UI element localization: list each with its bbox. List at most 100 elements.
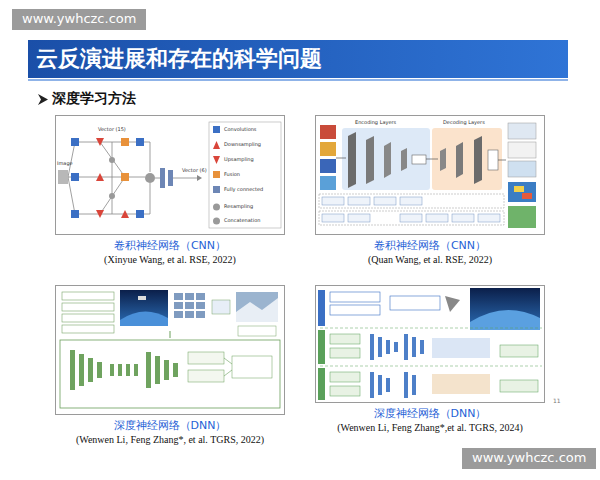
art-part: [404, 372, 408, 398]
figure-panel: 深度神经网络（DNN）(Wenwen Li, Feng Zhang*, et a…: [55, 285, 285, 446]
art-part: [236, 292, 278, 322]
art-part: [213, 171, 220, 178]
art-part: [320, 159, 336, 173]
figure-label: Encoding Layers: [355, 120, 396, 126]
slide-title: 云反演进展和存在的科学问题: [36, 44, 322, 74]
art-part: [174, 311, 183, 318]
art-part: [426, 214, 448, 222]
art-part: [384, 142, 391, 178]
figure-caption: 深度神经网络（DNN）: [55, 419, 285, 433]
art-part: [342, 128, 430, 190]
art-part: [79, 354, 84, 386]
art-part: [164, 360, 169, 380]
watermark: www.ywhczc.com: [12, 9, 146, 30]
art-part: [60, 340, 280, 408]
art-part: [330, 334, 538, 396]
art-part: [62, 314, 114, 322]
title-rule: [28, 79, 568, 81]
art-part: [508, 206, 536, 228]
art-part: [320, 328, 542, 366]
figure-citation: (Wenwen Li, Feng Zhang*,et al. TGRS, 202…: [315, 422, 545, 435]
art-part: [71, 173, 79, 181]
figure-label: Fusion: [224, 172, 240, 178]
art-part: [400, 214, 422, 222]
art-part: [70, 350, 178, 390]
figure-label: Concatenation: [224, 218, 260, 224]
art-part: [322, 214, 344, 222]
art-part: [412, 155, 426, 164]
art-part: [138, 296, 146, 300]
art-part: [145, 173, 155, 183]
art-part: [88, 358, 93, 382]
figure-citation: (Quan Wang, et al. RSE, 2022): [315, 254, 545, 267]
section-heading: 深度学习方法: [52, 90, 136, 106]
art-part: [112, 142, 113, 214]
art-part: [322, 197, 344, 205]
art-part: [174, 293, 183, 300]
art-part: [445, 296, 460, 312]
art-part: [232, 356, 272, 378]
figure-label: Image: [57, 161, 73, 167]
art-part: [213, 141, 220, 149]
art-part: [109, 193, 115, 199]
art-part: [213, 204, 220, 211]
figure-label: Decoding Layers: [443, 120, 485, 126]
art-part: [170, 331, 171, 338]
art-part: [348, 132, 356, 188]
art-part: [330, 334, 360, 344]
art-part: [96, 173, 104, 181]
art-part: [348, 214, 370, 222]
art-part: [370, 372, 374, 398]
art-part: [236, 298, 278, 322]
art-part: [456, 142, 463, 178]
art-part: [432, 374, 490, 394]
art-part: [224, 358, 232, 376]
art-part: [155, 178, 160, 179]
art-part: [319, 211, 504, 225]
art-part: [100, 142, 125, 177]
art-part: [322, 197, 500, 222]
art-part: [70, 350, 75, 390]
art-part: [62, 292, 114, 333]
art-part: [174, 293, 205, 318]
figure-label: Vector (6): [182, 168, 207, 174]
art-part: [197, 175, 202, 181]
figure-panel: 深度神经网络（DNN）(Wenwen Li, Feng Zhang*,et al…: [315, 285, 545, 434]
art-part: [213, 186, 220, 193]
art-part: [514, 186, 524, 192]
figure-label: Upsampling: [224, 157, 254, 163]
figure-caption: 卷积神经网络（CNN）: [55, 239, 285, 253]
dnn-figure-2024: [318, 288, 542, 400]
art-part: [155, 356, 160, 384]
art-part: [336, 158, 506, 160]
art-part: [508, 182, 536, 202]
art-part: [452, 214, 474, 222]
art-part: [100, 177, 125, 214]
art-part: [174, 302, 183, 309]
figure-citation: (Xinyue Wang, et al. RSE, 2022): [55, 254, 285, 267]
art-part: [62, 325, 114, 333]
art-part: [320, 142, 336, 156]
art-part: [319, 194, 504, 208]
figure-label: Resampling: [224, 204, 253, 210]
unet-figure: [319, 123, 536, 228]
art-part: [212, 300, 230, 314]
art-part: [118, 364, 122, 376]
art-part: [121, 138, 129, 146]
art-part: [500, 345, 538, 357]
art-part: [420, 340, 424, 354]
bullet-arrow: [38, 94, 48, 105]
art-part: [470, 288, 540, 330]
art-part: [136, 138, 144, 146]
figure-citation: (Wenwen Li, Feng Zhang*, et al. TGRS, 20…: [55, 434, 285, 447]
art-part: [58, 170, 68, 184]
art-part: [412, 375, 416, 395]
art-part: [168, 170, 173, 186]
figure-label: 11: [553, 398, 561, 405]
art-part: [366, 136, 374, 184]
figure-frame: [55, 115, 285, 235]
art-part: [188, 352, 224, 364]
art-part: [522, 193, 532, 199]
